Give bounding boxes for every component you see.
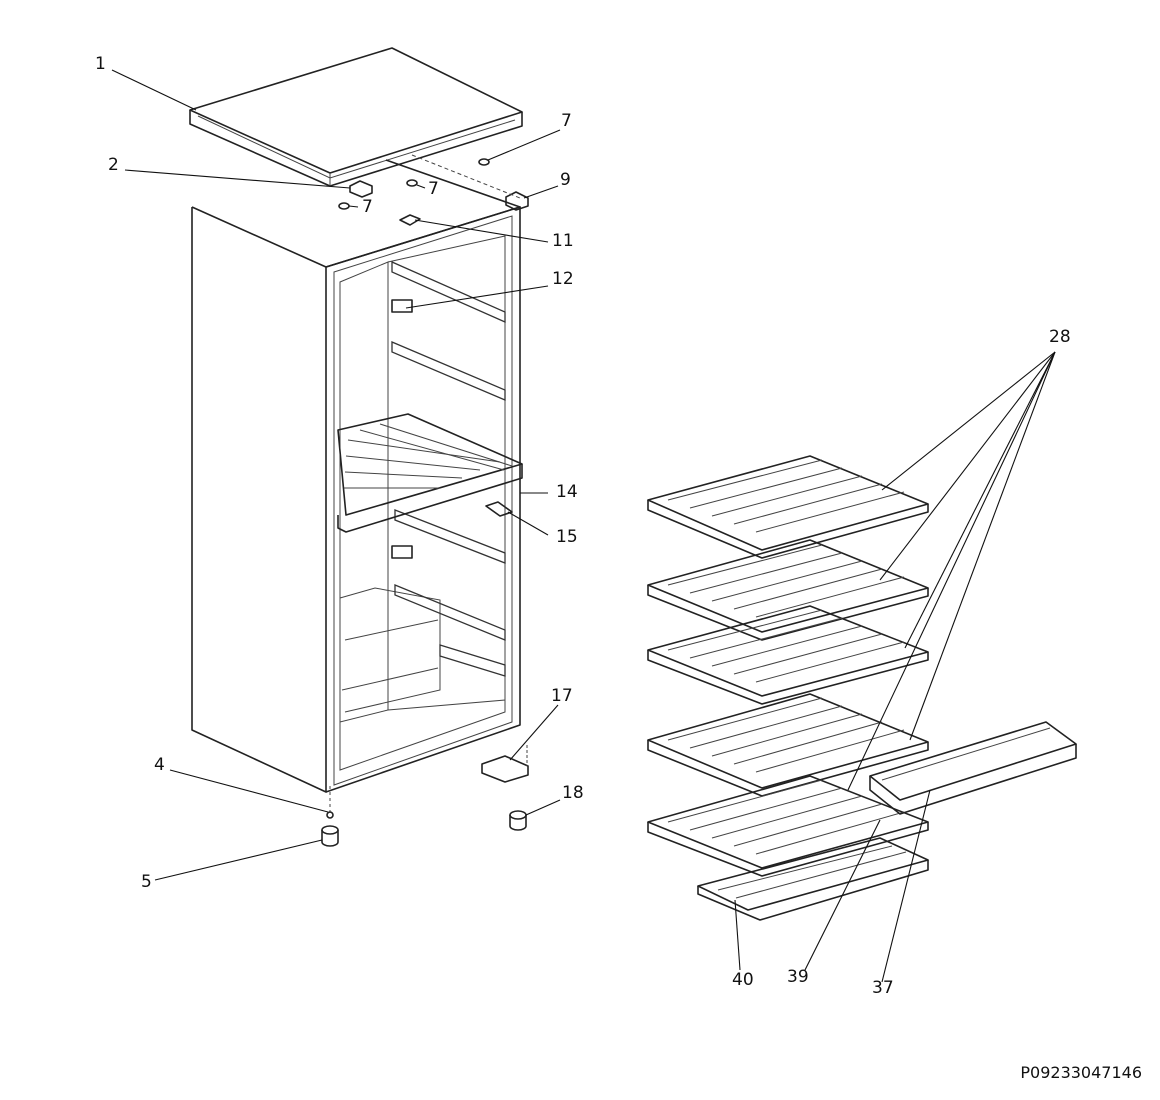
callout-18: 18: [562, 783, 584, 803]
inner-shelf: [337, 413, 523, 533]
callout-39: 39: [787, 967, 809, 987]
foot-screw-part: [326, 811, 334, 819]
freezer-shelf-5: [647, 775, 929, 877]
hinge-bracket-part: [399, 214, 421, 226]
callout-7c: 7: [362, 197, 373, 217]
adjustable-foot-left: [321, 825, 339, 847]
callout-7b: 7: [428, 179, 439, 199]
freezer-shelf-2: [647, 539, 929, 641]
callout-1: 1: [95, 54, 106, 74]
shelf-front-rail: [869, 721, 1077, 815]
bottom-tray: [697, 837, 929, 921]
callout-5: 5: [141, 872, 152, 892]
callout-14: 14: [556, 482, 578, 502]
top-cover: [189, 47, 523, 187]
callout-12: 12: [552, 269, 574, 289]
callout-11: 11: [552, 231, 574, 251]
callout-4: 4: [154, 755, 165, 775]
leader-lines: [111, 69, 1056, 983]
callout-17: 17: [551, 686, 573, 706]
document-code: P09233047146: [1020, 1063, 1142, 1082]
shelf-clip-part: [485, 501, 513, 517]
plug-part-7c: [338, 202, 350, 210]
callout-7a: 7: [561, 111, 572, 131]
plug-part-7a: [478, 158, 490, 166]
callout-15: 15: [556, 527, 578, 547]
callout-28: 28: [1049, 327, 1071, 347]
callout-2: 2: [108, 155, 119, 175]
adjustable-foot-right: [509, 810, 527, 831]
top-hinge-part: [505, 191, 529, 211]
freezer-shelf-1: [647, 455, 929, 559]
shelf-guide-rails: [391, 261, 506, 677]
plug-part-7b: [406, 179, 418, 187]
callout-40: 40: [732, 970, 754, 990]
bottom-hinge-part: [481, 745, 529, 783]
freezer-shelf-3: [647, 605, 929, 705]
cabinet-body: [191, 159, 521, 793]
callout-9: 9: [560, 170, 571, 190]
callout-37: 37: [872, 978, 894, 998]
hinge-cover-part: [349, 180, 373, 198]
